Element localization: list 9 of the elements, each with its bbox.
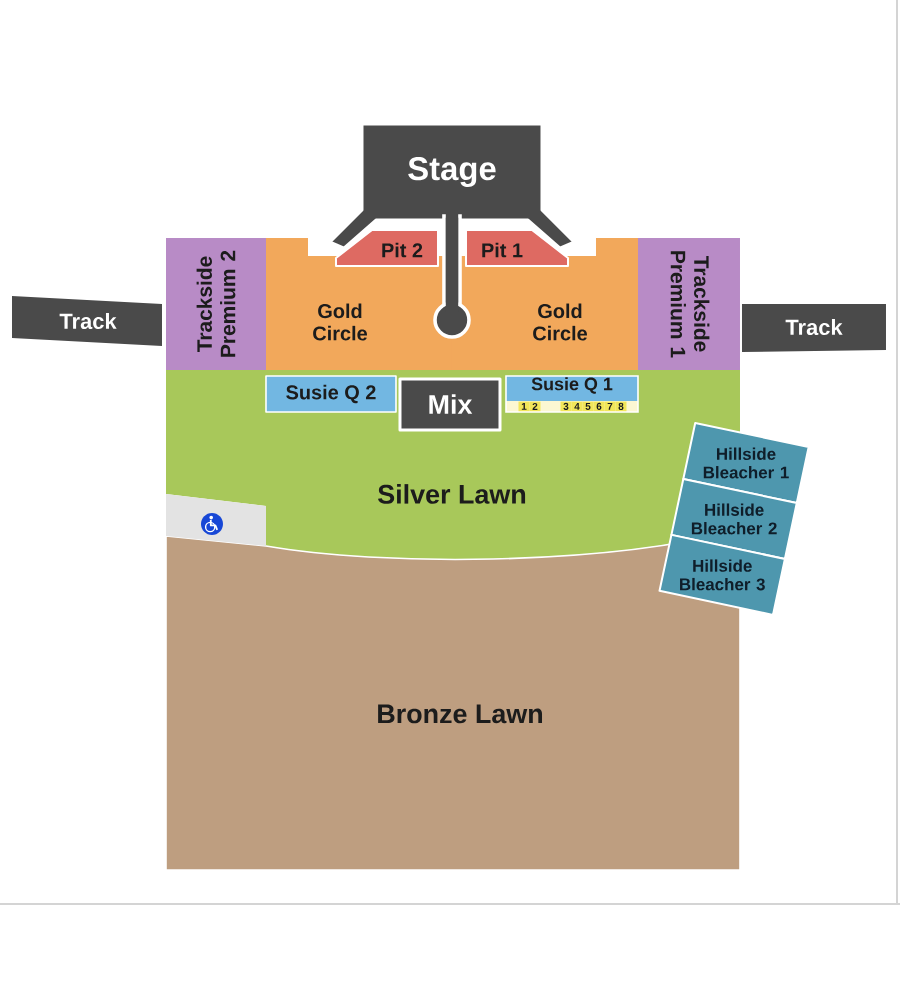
seating-section: Trackside Premium 1: [638, 238, 740, 370]
mix-booth: Mix: [398, 377, 502, 432]
bleacher-section: Hillside Bleacher 3: [658, 533, 786, 616]
seating-section: [166, 494, 266, 546]
seating-section: Trackside Premium 2: [166, 238, 266, 370]
seating-section: Pit 1: [465, 229, 569, 267]
track: Track: [742, 304, 886, 352]
track: Track: [12, 296, 162, 346]
seating-section: Susie Q 2: [265, 375, 397, 413]
